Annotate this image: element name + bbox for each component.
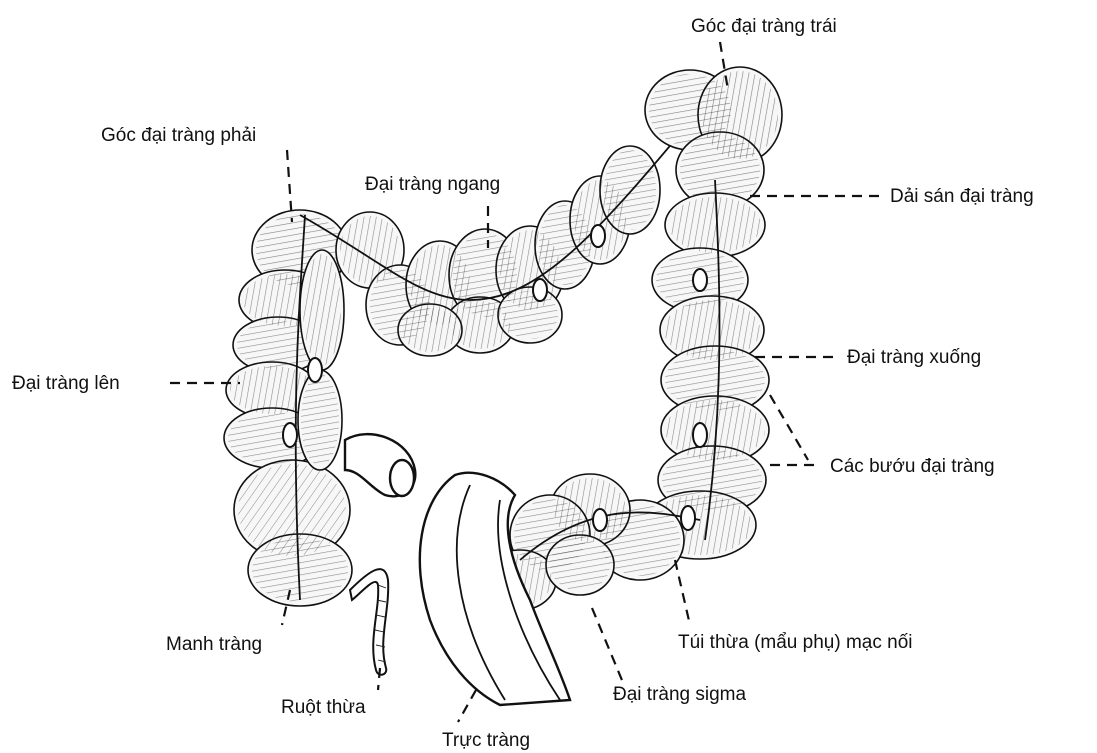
- descending-colon-shape: [644, 180, 769, 559]
- label-transverse-colon: Đại tràng ngang: [365, 174, 500, 195]
- left-flexure-shape: [645, 67, 782, 208]
- label-right-colic-flexure: Góc đại tràng phải: [101, 125, 256, 146]
- label-sigmoid-colon: Đại tràng sigma: [613, 684, 746, 705]
- label-taenia-coli: Dải sán đại tràng: [890, 186, 1034, 207]
- label-descending-colon: Đại tràng xuống: [847, 347, 981, 368]
- label-rectum: Trực tràng: [442, 730, 530, 751]
- label-epiploic-appendices: Túi thừa (mẩu phụ) mạc nối: [678, 632, 913, 653]
- label-left-colic-flexure: Góc đại tràng trái: [691, 16, 837, 37]
- colon-illustration: [224, 67, 782, 705]
- appendix-shape: [350, 569, 388, 675]
- leader-epiploic-appendices: [675, 560, 690, 625]
- label-cecum: Manh tràng: [166, 634, 262, 655]
- transverse-colon-shape: [300, 110, 700, 356]
- ascending-colon-shape: [224, 210, 352, 606]
- ileum-shape: [345, 434, 415, 496]
- leader-rectum: [458, 690, 476, 722]
- leader-haustra-upper: [770, 395, 808, 460]
- leader-sigmoid-colon: [592, 608, 624, 685]
- label-ascending-colon: Đại tràng lên: [12, 373, 120, 394]
- label-haustra: Các bướu đại tràng: [830, 456, 995, 477]
- label-appendix: Ruột thừa: [281, 697, 366, 718]
